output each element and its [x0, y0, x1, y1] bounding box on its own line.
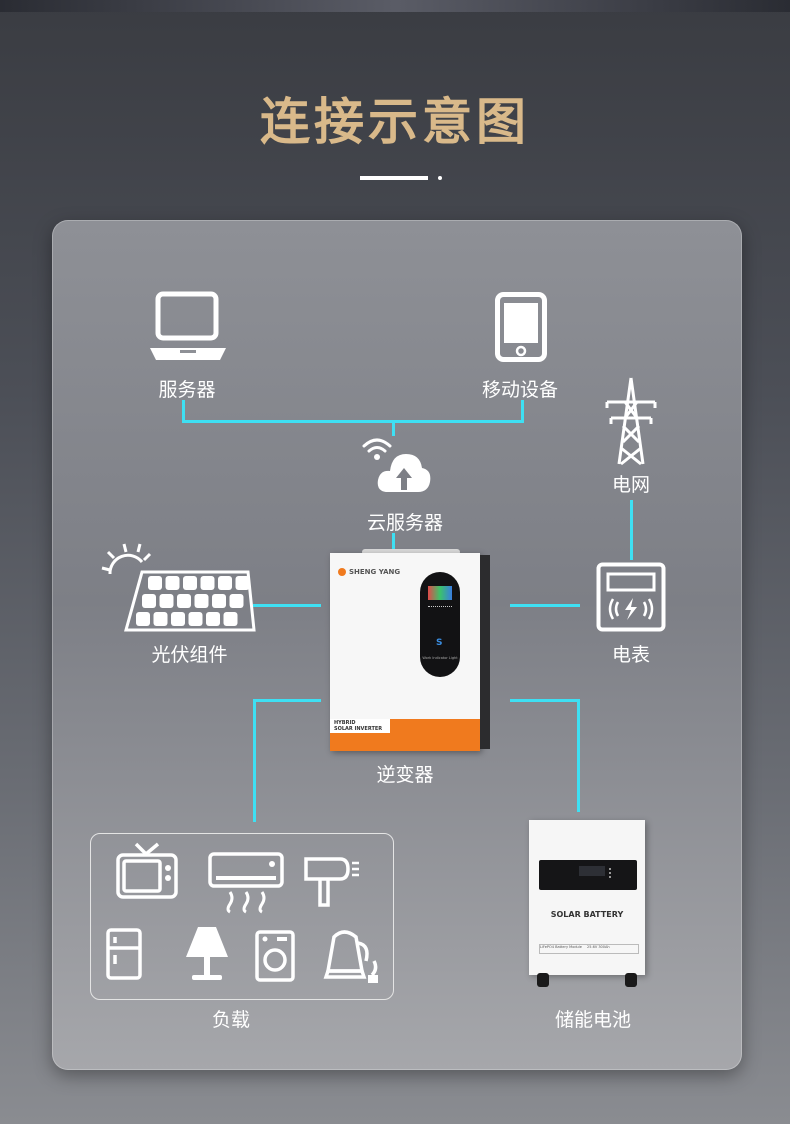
solar-cell	[177, 594, 191, 608]
battery-screen-leds	[609, 868, 627, 878]
label-cloud: 云服务器	[366, 512, 443, 534]
brand-logo-icon	[338, 568, 346, 576]
solar-cell	[194, 594, 209, 608]
hair-dryer-icon	[304, 857, 359, 907]
load-group-box	[90, 833, 394, 1000]
solar-cell	[165, 576, 180, 590]
solar-cell	[206, 612, 220, 626]
inverter-display-panel: S Work Indicator Light	[420, 572, 460, 677]
battery-label: SOLAR BATTERY	[550, 910, 624, 919]
title-underline	[360, 176, 428, 180]
solar-cell	[188, 612, 203, 626]
cloud-upload-icon	[377, 454, 431, 492]
mobile-phone-icon	[495, 292, 547, 362]
inverter-screen	[428, 586, 452, 600]
battery-sub-left: LiFePO4 Battery Module	[540, 945, 582, 949]
connector-battery-v	[577, 699, 580, 812]
solar-cell	[212, 594, 226, 608]
inverter-label-line1: HYBRID	[334, 720, 356, 726]
inverter-display-text: Work Indicator Light	[422, 656, 458, 660]
battery-display	[539, 860, 637, 890]
solar-panel-icon	[101, 543, 256, 632]
connector-pv-inverter	[253, 604, 321, 607]
connector-grid-meter	[630, 500, 633, 560]
solar-cell	[142, 594, 156, 608]
label-load: 负载	[211, 1009, 250, 1031]
washing-machine-icon	[255, 930, 295, 982]
solar-cell	[223, 612, 238, 626]
battery-sub-label: LiFePO4 Battery Module 25.6V 300Ah	[539, 944, 639, 954]
inverter-buttons	[428, 606, 452, 610]
connector-top-horizontal	[182, 420, 524, 423]
tv-icon	[116, 842, 178, 899]
title-underline-dot	[438, 176, 442, 180]
solar-cell	[136, 612, 150, 626]
top-banner-strip	[0, 0, 790, 12]
label-mobile: 移动设备	[481, 379, 558, 401]
connector-mobile-down	[521, 400, 524, 422]
solar-cell	[171, 612, 185, 626]
battery-body	[529, 820, 645, 975]
electric-meter-icon	[596, 562, 666, 632]
connector-to-cloud	[392, 420, 395, 436]
air-conditioner-icon	[208, 852, 284, 914]
inverter-brand: SHENG YANG	[338, 568, 400, 576]
battery-device: SOLAR BATTERY LiFePO4 Battery Module 25.…	[529, 820, 647, 990]
laptop-icon	[150, 291, 226, 360]
connector-load-v	[253, 699, 256, 822]
inverter-device: SHENG YANG S Work Indicator Light HYBRID…	[330, 549, 492, 753]
solar-cell	[153, 612, 168, 626]
refrigerator-icon	[106, 928, 142, 980]
label-inverter: 逆变器	[376, 764, 434, 786]
wifi-icon	[362, 438, 392, 460]
inverter-side	[480, 555, 490, 749]
solar-cell	[200, 576, 215, 590]
lamp-icon	[186, 927, 228, 980]
label-server: 服务器	[158, 379, 216, 401]
battery-wheel-left	[537, 973, 549, 987]
solar-cell	[183, 576, 197, 590]
inverter-brand-text: SHENG YANG	[349, 568, 401, 576]
solar-cell	[229, 594, 244, 608]
battery-screen	[579, 866, 605, 876]
connector-cloud-to-inverter	[392, 533, 395, 553]
battery-wheel-right	[625, 973, 637, 987]
inverter-top-bar	[362, 549, 460, 555]
kettle-icon	[323, 930, 378, 983]
power-tower-icon	[605, 377, 657, 466]
connector-load-h	[253, 699, 321, 702]
label-meter: 电表	[611, 644, 650, 666]
battery-sub-right: 25.6V 300Ah	[587, 945, 610, 949]
inverter-label-box	[330, 719, 390, 733]
solar-cell	[148, 576, 162, 590]
connector-inverter-meter	[510, 604, 580, 607]
label-grid: 电网	[611, 474, 650, 496]
label-pv: 光伏组件	[151, 644, 228, 666]
label-battery: 储能电池	[554, 1009, 631, 1031]
connector-battery-h	[510, 699, 580, 702]
inverter-s-logo: S	[436, 638, 443, 648]
inverter-label-line2: SOLAR INVERTER	[334, 726, 383, 732]
connector-server-down	[182, 400, 185, 422]
page-title: 连接示意图	[260, 93, 530, 151]
solar-cell	[235, 576, 250, 590]
solar-cell	[218, 576, 232, 590]
solar-cell	[159, 594, 174, 608]
